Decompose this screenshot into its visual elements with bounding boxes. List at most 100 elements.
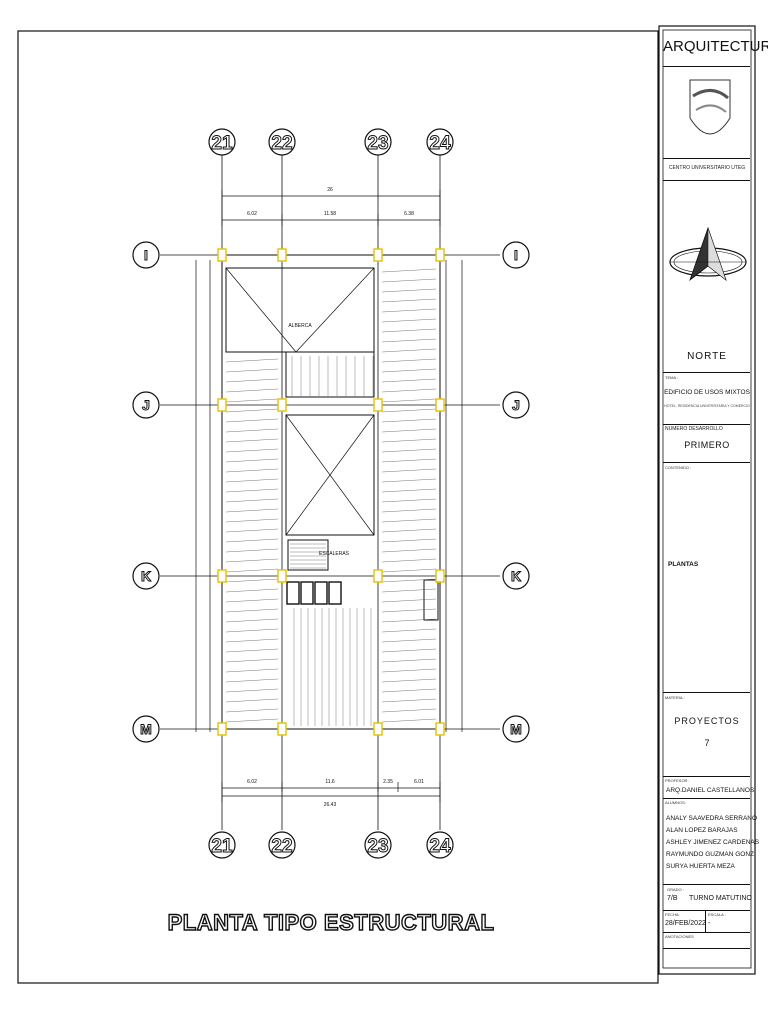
tb-escala-label: ESCALA : bbox=[708, 912, 726, 917]
joist-line bbox=[225, 378, 279, 383]
joist-line bbox=[381, 538, 437, 543]
joist-line bbox=[381, 368, 437, 373]
joist-line bbox=[381, 358, 437, 363]
column-section bbox=[277, 398, 287, 412]
joist-line bbox=[225, 468, 279, 473]
grid-bubble-col: 24 bbox=[426, 128, 454, 156]
tb-numero: PRIMERO bbox=[684, 440, 730, 450]
joist-line bbox=[381, 298, 437, 303]
tb-materia: PROYECTOS bbox=[674, 716, 740, 726]
dim-bottom-span-2: 11.6 bbox=[325, 779, 335, 785]
grid-bubble-row: I bbox=[502, 241, 530, 269]
joist-line bbox=[381, 428, 437, 433]
tb-profesor: ARQ.DANIEL CASTELLANOS bbox=[666, 787, 755, 794]
title-block-frame bbox=[658, 25, 756, 975]
title-block-inner bbox=[662, 29, 752, 969]
columns bbox=[217, 248, 445, 736]
tb-divider bbox=[663, 372, 750, 373]
tb-alumno-5: SURYA HUERTA MEZA bbox=[666, 863, 735, 870]
joist-line bbox=[381, 678, 437, 683]
dim-top-overall: 26 bbox=[327, 187, 333, 193]
joist-line bbox=[381, 688, 437, 693]
joist-line bbox=[225, 528, 279, 533]
column-section bbox=[217, 248, 227, 262]
tb-divider bbox=[663, 462, 750, 463]
stairs bbox=[285, 351, 375, 398]
joist-line bbox=[381, 628, 437, 633]
joist-line bbox=[225, 408, 279, 413]
tb-divider bbox=[663, 948, 750, 949]
tb-alumnos-label: ALUMNOS: bbox=[665, 800, 686, 805]
joist-line bbox=[225, 598, 279, 603]
grid-bubble-label: J bbox=[512, 397, 520, 413]
joist-line bbox=[381, 618, 437, 623]
column-section bbox=[373, 569, 383, 583]
joist-line bbox=[381, 638, 437, 643]
joist-line bbox=[225, 358, 279, 363]
grid-bubble-row: J bbox=[132, 391, 160, 419]
joist-line bbox=[381, 718, 437, 723]
north-arrow-icon bbox=[669, 226, 747, 282]
tb-divider bbox=[663, 692, 750, 693]
drawing-title: PLANTA TIPO ESTRUCTURAL bbox=[168, 910, 495, 935]
joist-line bbox=[225, 578, 279, 583]
column-section bbox=[373, 398, 383, 412]
grid-bubble-row: K bbox=[502, 562, 530, 590]
joist-line bbox=[381, 478, 437, 483]
joist-line bbox=[225, 568, 279, 573]
grid-bubble-row: I bbox=[132, 241, 160, 269]
column-section bbox=[217, 722, 227, 736]
joist-line bbox=[225, 398, 279, 403]
tb-divider bbox=[663, 180, 750, 181]
tb-tema-sub: HOTEL, RESIDENCIA UNIVERSITARIA Y COMERC… bbox=[664, 404, 750, 408]
dim-bottom-span-3: 2.35 bbox=[383, 779, 393, 785]
joist-line bbox=[381, 598, 437, 603]
joist-line bbox=[225, 648, 279, 653]
joist-line bbox=[225, 368, 279, 373]
grid-bubble-label: 21 bbox=[211, 836, 233, 857]
tb-divider bbox=[663, 424, 750, 425]
drawing-frame bbox=[17, 30, 659, 984]
joist-line bbox=[381, 578, 437, 583]
joist-hatching bbox=[225, 268, 437, 726]
joist-line bbox=[381, 508, 437, 513]
grid-bubble-label: M bbox=[510, 721, 522, 737]
column-section bbox=[277, 722, 287, 736]
tb-divider bbox=[663, 910, 750, 911]
joist-line bbox=[381, 658, 437, 663]
dimension-lines-top bbox=[221, 190, 441, 226]
joist-line bbox=[225, 388, 279, 393]
institution-logo-icon bbox=[689, 79, 731, 135]
joist-line bbox=[225, 638, 279, 643]
pool-area bbox=[225, 267, 375, 353]
joist-line bbox=[381, 338, 437, 343]
joist-line bbox=[381, 588, 437, 593]
grid-bubble-label: 23 bbox=[367, 836, 388, 857]
tb-alumno-4: RAYMUNDO GUZMAN GONZ. bbox=[666, 851, 756, 858]
joist-line bbox=[225, 668, 279, 673]
dimension-text: 26 6.02 11.58 6.38 6.02 11.6 2.35 6.01 2… bbox=[247, 187, 424, 808]
joist-line bbox=[225, 608, 279, 613]
grid-bubble-label: M bbox=[140, 721, 152, 737]
joist-line bbox=[381, 568, 437, 573]
joist-line bbox=[381, 708, 437, 713]
grid-bubble-label: 21 bbox=[211, 133, 233, 154]
joist-line bbox=[381, 608, 437, 613]
joist-line bbox=[381, 468, 437, 473]
column-section bbox=[277, 569, 287, 583]
joist-line bbox=[225, 628, 279, 633]
grid-bubble-label: K bbox=[141, 568, 151, 584]
dim-bottom-span-4: 6.01 bbox=[414, 779, 424, 785]
grid-bubble-row: J bbox=[502, 391, 530, 419]
joist-line bbox=[381, 488, 437, 493]
tb-turno: TURNO MATUTINO bbox=[689, 895, 752, 902]
dim-bottom-span-1: 6.02 bbox=[247, 779, 257, 785]
grid-bubble-label: 24 bbox=[429, 133, 451, 154]
tb-contenido-label: CONTENIDO : bbox=[665, 465, 692, 470]
tb-alumno-1: ANALY SAAVEDRA SERRANO bbox=[666, 815, 758, 822]
elevator-box bbox=[300, 581, 314, 605]
tb-north: NORTE bbox=[687, 351, 727, 362]
grid-bubble-col: 21 bbox=[208, 128, 236, 156]
shaft bbox=[423, 579, 439, 621]
